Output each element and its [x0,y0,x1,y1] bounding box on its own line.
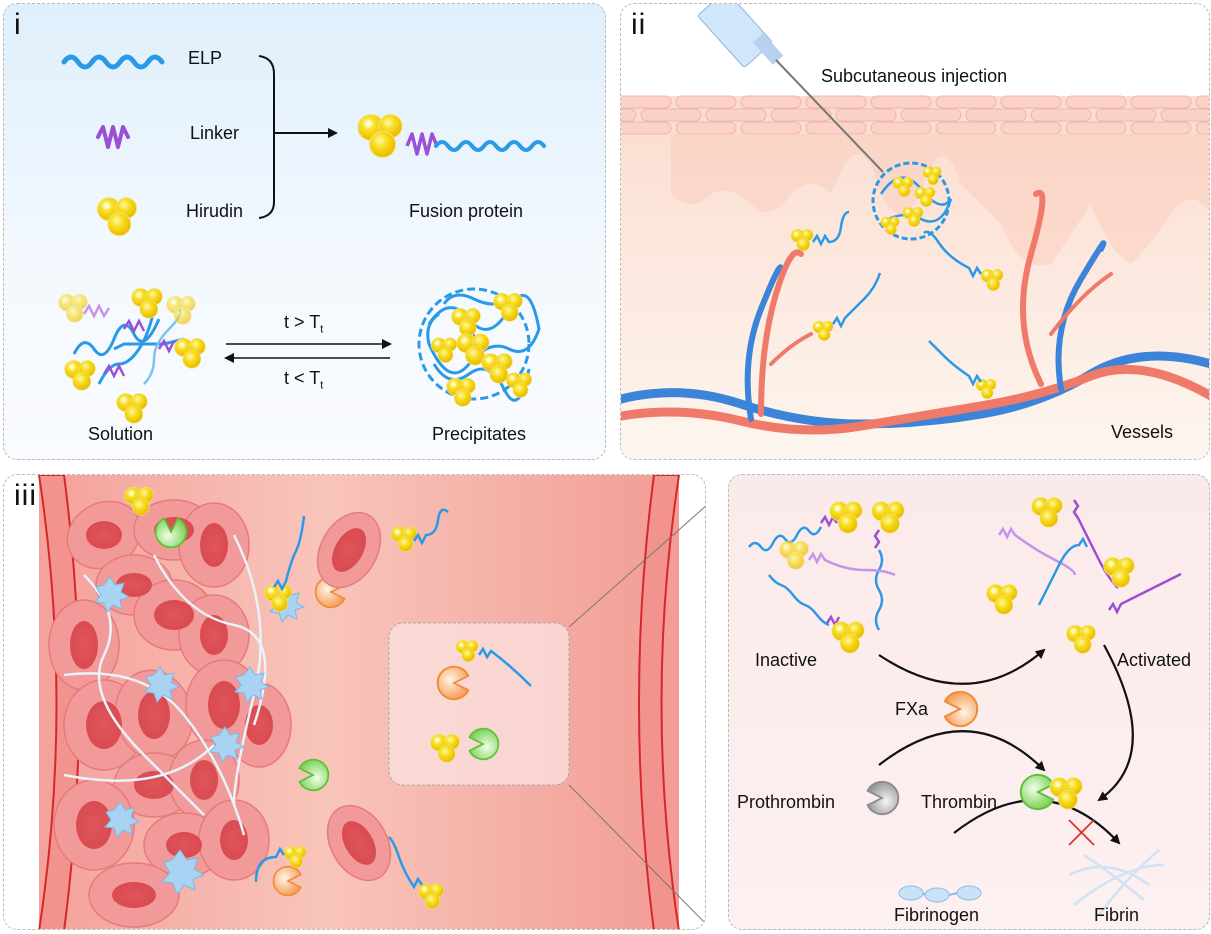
activation-arrow [878,648,1046,685]
free-hirudin [1066,624,1096,654]
elp-chain-icon [61,54,165,70]
panel-mechanism-detail: Inactive Activated FXa Prothrombin Throm… [728,474,1210,930]
free-rbcs [316,511,392,882]
fibrinogen-icon [898,885,982,903]
inactive-label: Inactive [755,650,818,670]
panel-i: i [3,3,606,460]
forward-condition-sub: t [320,323,324,336]
block-x-icon [1068,819,1095,846]
activated-label: Activated [1117,650,1192,670]
panel-label: i [14,8,22,41]
fusion-hirudin-icon [357,113,403,159]
vessels [621,189,1209,435]
hirudin-label: Hirudin [186,201,244,221]
released-fusion-proteins [790,210,1004,400]
prothrombin-icon [866,780,900,816]
solution-label: Solution [88,424,154,444]
vessels-label: Vessels [1111,422,1174,442]
free-hirudin [1031,497,1063,528]
dermis-layer [621,134,1209,266]
injection-label: Subcutaneous injection [821,66,1008,86]
hirudin-icon [96,197,138,237]
mechanism-graphics [748,497,1182,916]
blood-clot [48,486,346,928]
activated-products [997,499,1182,615]
fxa-enzyme-icon [943,690,979,728]
inactive-fusion-proteins [748,514,896,631]
prothrombin-label: Prothrombin [737,792,836,812]
thrombin-enzyme-icon [1019,773,1055,811]
free-fusion-proteins [254,508,449,909]
bracket [258,55,275,219]
reverse-condition-main: t < T [284,368,321,388]
panel-i-graphics [58,54,546,424]
hirudin-to-thrombin-arrow [1097,644,1134,802]
panel-label: iii [14,479,37,512]
zoom-region [388,622,570,786]
forward-condition: t > Tt [284,312,323,336]
forward-condition-main: t > T [284,312,321,332]
elp-label: ELP [188,48,223,68]
fxa-label: FXa [895,699,929,719]
fusion-protein-label: Fusion protein [409,201,524,221]
fibrin-label: Fibrin [1094,905,1140,925]
linker-label: Linker [190,123,240,143]
solution-cluster [58,288,206,424]
panel-iii: iii [3,474,706,930]
reverse-condition: t < Tt [284,368,323,392]
linker-chain-icon [96,125,130,149]
thrombin-label: Thrombin [921,792,998,812]
depot-cluster [871,161,953,241]
inhibited-thrombin-hirudin [1049,777,1083,810]
panel-ii: ii Subcutaneous injection Vessels [620,3,1210,460]
free-hirudin [1103,557,1135,588]
syringe-icon [698,4,884,173]
fusion-elp [434,140,546,152]
free-hirudin [986,584,1018,615]
panel-ii-graphics [621,4,1209,459]
epidermis-cells [621,95,1209,135]
fusion-linker [405,132,439,156]
panel-label: ii [631,8,647,41]
vessel-wall-right [638,475,681,929]
precipitate-cluster [417,287,541,407]
precipitates-label: Precipitates [432,424,527,444]
reverse-condition-sub: t [320,379,324,392]
panel-iii-graphics [37,475,705,929]
fibrin-icon [1068,849,1165,916]
prothrombin-to-thrombin-arrow [878,730,1046,772]
fibrinogen-label: Fibrinogen [894,905,980,925]
